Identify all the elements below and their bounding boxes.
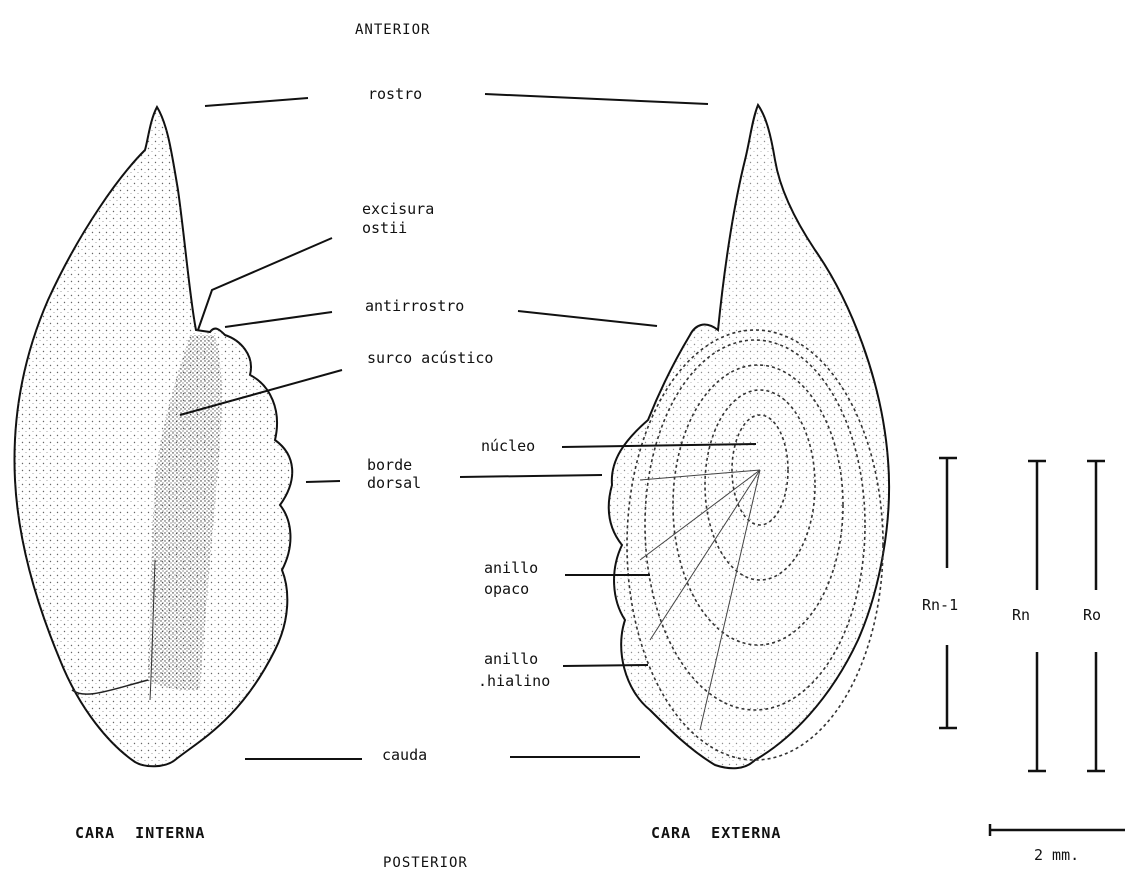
scale-label: 2 mm. xyxy=(1034,846,1079,864)
scale-bar: 2 mm. xyxy=(990,824,1125,864)
label-borde: borde xyxy=(367,456,412,474)
label-antirrostro: antirrostro xyxy=(365,297,464,315)
leader-rostro-right xyxy=(485,94,708,104)
label-excisura: excisura xyxy=(362,200,434,218)
label-anillo-hialino-2: .hialino xyxy=(478,672,550,690)
label-cauda: cauda xyxy=(382,746,427,764)
label-anillo-hialino-1: anillo xyxy=(484,650,538,668)
label-surco: surco acústico xyxy=(367,349,493,367)
label-anillo-opaco-2: opaco xyxy=(484,580,529,598)
label-rn: Rn xyxy=(1012,606,1030,624)
leader-antirrostro-right xyxy=(518,311,657,326)
label-rostro: rostro xyxy=(368,85,422,103)
otolith-external-face xyxy=(609,105,889,768)
leader-excisura xyxy=(198,238,332,330)
caption-cara-interna: CARA INTERNA xyxy=(75,824,205,842)
posterior-label: POSTERIOR xyxy=(383,855,468,871)
measure-ro: Ro xyxy=(1083,461,1105,771)
measure-rn-1: Rn-1 xyxy=(922,458,958,728)
label-rn-1: Rn-1 xyxy=(922,596,958,614)
leader-rostro-left xyxy=(205,98,308,106)
label-ostii: ostii xyxy=(362,219,407,237)
leader-borde-right xyxy=(460,475,602,477)
leader-borde-left xyxy=(306,481,340,482)
measure-rn: Rn xyxy=(1012,461,1046,771)
otolith-internal-face xyxy=(14,107,292,766)
label-nucleo: núcleo xyxy=(481,437,535,455)
anterior-label: ANTERIOR xyxy=(355,22,430,38)
caption-cara-externa: CARA EXTERNA xyxy=(651,824,781,842)
leader-antirrostro-left xyxy=(225,312,332,327)
leader-anillo-hialino xyxy=(563,665,648,666)
label-dorsal: dorsal xyxy=(367,474,421,492)
label-anillo-opaco-1: anillo xyxy=(484,559,538,577)
label-ro: Ro xyxy=(1083,606,1101,624)
